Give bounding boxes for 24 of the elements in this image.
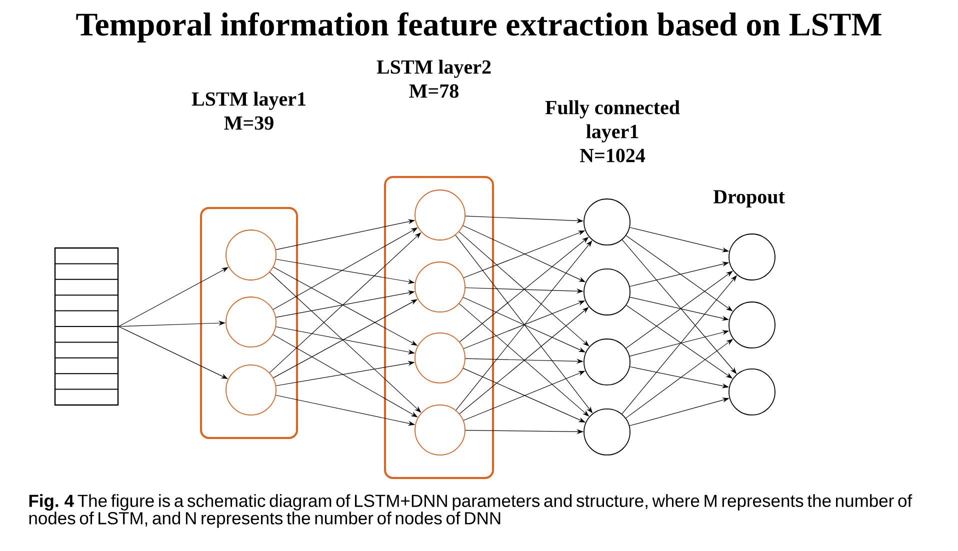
- layer-box: LSTM layer1 M=39: [192, 92, 306, 439]
- arrow: [626, 270, 733, 349]
- layer-label: Dropout: [713, 190, 785, 208]
- layer-box: LSTM layer2 M=78: [376, 60, 494, 479]
- neuron-circle: [728, 368, 776, 416]
- neuron-circle: [226, 296, 276, 348]
- neuron-circle: [584, 198, 630, 246]
- layer-label: Fully connected layer1 N=1024: [545, 100, 680, 162]
- neuron-circle: [226, 364, 276, 416]
- neuron-circle: [728, 302, 776, 348]
- neuron-circle: [584, 338, 630, 386]
- caption: Fig. 4 The figure is a schematic diagram of LSTM+DNN parameters and structure, where M represents the number of nodes of LSTM, and N represents the number of nodes of DNN: [29, 494, 912, 528]
- neuron-circle: [414, 262, 466, 312]
- neuron-circle: [584, 408, 630, 456]
- neuron-circle: [414, 190, 466, 240]
- neuron-circle: [414, 404, 466, 456]
- input-stack: [54, 247, 119, 406]
- neuron-circle: [226, 230, 276, 280]
- neuron-circle: [584, 268, 630, 316]
- title: Temporal information feature extraction based on LSTM: [76, 12, 882, 42]
- neuron-circle: [414, 332, 466, 384]
- node-label: LSTM layer1 M=39: [192, 92, 306, 130]
- node-label: LSTM layer2 M=78: [376, 60, 491, 98]
- neuron-circle: [728, 234, 776, 280]
